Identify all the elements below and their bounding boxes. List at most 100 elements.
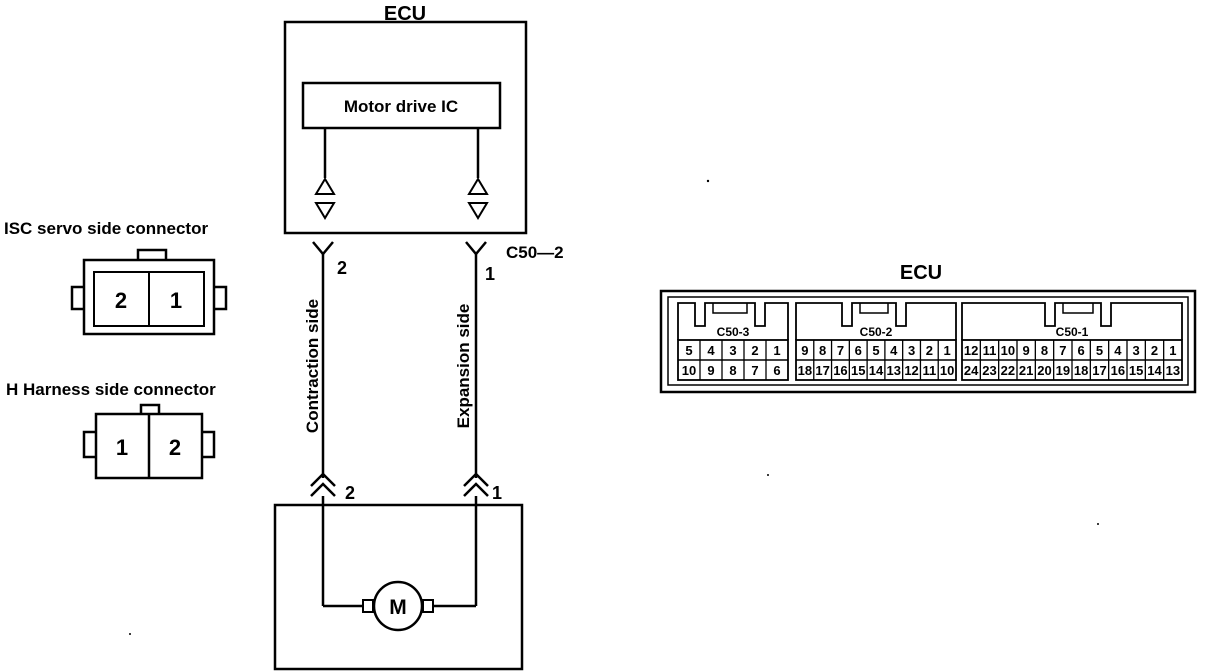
terminal-bottom-right-icon-inner [463,482,489,497]
ecu-pin: 10 [940,363,954,378]
harness-pin: 1 [116,435,128,460]
ecu-pin: 1 [943,343,950,358]
ecu-pin: 24 [964,363,979,378]
contraction-side-label: Contraction side [303,299,322,433]
ecu-pin: 5 [872,343,879,358]
isc-pin: 2 [115,288,127,313]
ecu-pin: 4 [1114,343,1122,358]
triangle-up-icon [467,177,489,195]
ecu-pin: 4 [707,343,715,358]
motor-label: M [389,596,407,619]
wire-right-bottom-pin: 1 [492,483,502,503]
ecu-pin: 1 [773,343,780,358]
ecu-pin: 3 [729,343,736,358]
triangle-down-icon [467,202,489,220]
ecu-connector-housing [795,302,957,340]
motor-icon [372,580,424,632]
speck [1097,523,1099,525]
ecu-connector-group-label: C50-3 [717,325,750,339]
ecu-pin: 13 [887,363,901,378]
ecu-pin: 9 [707,363,714,378]
motor-terminal-right [422,599,434,613]
ecu-pin: 14 [1147,363,1162,378]
ecu-pin: 6 [855,343,862,358]
ecu-pin: 7 [1059,343,1066,358]
isc-connector-title: ISC servo side connector [4,219,208,238]
terminal-top-left-icon [312,241,334,256]
ecu-pin: 1 [1169,343,1176,358]
expansion-side-label: Expansion side [454,304,473,429]
ecu-pin: 5 [685,343,692,358]
motor-drive-ic-label: Motor drive IC [344,97,458,116]
ecu-pin: 12 [904,363,918,378]
ecu-pin: 8 [819,343,826,358]
ecu-pin: 6 [1078,343,1085,358]
ecu-pin: 2 [926,343,933,358]
ecu-pin: 9 [801,343,808,358]
ecu-pin: 2 [1151,343,1158,358]
ecu-pin: 23 [982,363,996,378]
ecu-pin: 16 [1111,363,1125,378]
ecu-pin: 4 [890,343,898,358]
ecu-pin: 6 [773,363,780,378]
connector-code: C50—2 [506,243,564,262]
ecu-pin: 18 [798,363,812,378]
ecu-pin: 17 [815,363,829,378]
isc-pin: 1 [170,288,182,313]
ecu-connector-housing [677,302,789,340]
ecu-pin: 19 [1056,363,1070,378]
ecu-connector [659,289,1197,394]
ecu-connector-inner [667,296,1189,386]
triangle-down-icon [314,202,336,220]
ecu-pin: 5 [1096,343,1103,358]
ecu-pin: 21 [1019,363,1033,378]
motor-terminal-left [362,599,374,613]
ecu-pin: 11 [983,343,997,358]
ecu-pin: 3 [1133,343,1140,358]
ecu-pin: 16 [833,363,847,378]
ecu-pin: 12 [964,343,978,358]
ecu-pin: 2 [751,343,758,358]
ecu-pin: 10 [1001,343,1015,358]
speck [767,474,769,476]
ecu-connector-latch [859,303,889,314]
ecu-pin: 14 [869,363,884,378]
harness-connector-title: H Harness side connector [6,380,216,399]
terminal-bottom-left-icon-inner [310,482,336,497]
ecu-connector-group-label: C50-2 [860,325,893,339]
ecu-connector-latch [1062,303,1094,314]
ecu-pin: 9 [1023,343,1030,358]
ecu-pin: 18 [1074,363,1088,378]
terminal-top-right-icon [465,241,487,256]
ecu-connector-housing [961,302,1183,340]
ecu-pin: 7 [837,343,844,358]
ecu-pin: 15 [1129,363,1143,378]
wire-left-bottom-pin: 2 [345,483,355,503]
ecu-box [283,20,528,235]
ecu-connector-group-label: C50-1 [1056,325,1089,339]
triangle-up-icon [314,177,336,195]
ecu-pin: 11 [922,363,936,378]
isc-servo-box [273,503,524,671]
motor-drive-ic-box [301,81,502,130]
ecu-pin: 3 [908,343,915,358]
terminal-bottom-left-icon [310,472,336,487]
ecu-pin: 10 [682,363,696,378]
ecu-title: ECU [384,3,426,25]
wire-right-top-pin: 1 [485,264,495,284]
terminal-bottom-right-icon [463,472,489,487]
speck [129,633,131,635]
ecu-pin: 22 [1001,363,1015,378]
wire-left-top-pin: 2 [337,258,347,278]
speck [706,179,710,183]
ecu-pin: 8 [1041,343,1048,358]
ecu-pin: 20 [1037,363,1051,378]
ecu-connector-title: ECU [900,262,942,284]
ecu-pin: 8 [729,363,736,378]
ecu-pin: 15 [851,363,865,378]
ecu-pin: 17 [1092,363,1106,378]
ecu-pin: 13 [1166,363,1180,378]
harness-pin: 2 [169,435,181,460]
ecu-connector-latch [712,303,748,314]
